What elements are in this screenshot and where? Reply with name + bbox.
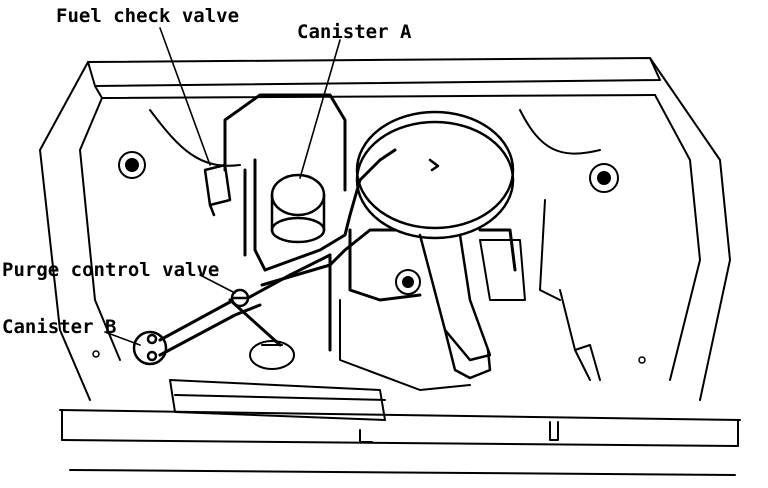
leader-canister-b xyxy=(104,331,141,346)
leader-fuel-check-valve xyxy=(159,27,211,166)
print-mark xyxy=(638,356,646,364)
label-fuel-check-valve: Fuel check valve xyxy=(56,5,239,27)
leader-canister-a xyxy=(299,39,341,179)
canister-b xyxy=(132,330,168,366)
label-purge-control-valve: Purge control valve xyxy=(2,259,219,281)
leader-lines xyxy=(104,27,341,346)
strut-tower-left xyxy=(118,151,146,179)
leader-purge-control-valve xyxy=(199,274,236,294)
canister-a xyxy=(270,173,326,244)
label-canister-b: Canister B xyxy=(2,316,116,338)
battery-box xyxy=(169,340,386,421)
print-mark xyxy=(92,350,100,358)
label-canister-a: Canister A xyxy=(297,21,412,43)
fuel-check-valve xyxy=(203,163,232,217)
engine-components xyxy=(339,199,601,391)
air-cleaner xyxy=(355,110,515,380)
vapor-hoses xyxy=(158,93,517,357)
engine-bay-outline xyxy=(39,57,741,476)
engine-mount xyxy=(395,269,421,295)
strut-tower-right xyxy=(589,163,619,193)
